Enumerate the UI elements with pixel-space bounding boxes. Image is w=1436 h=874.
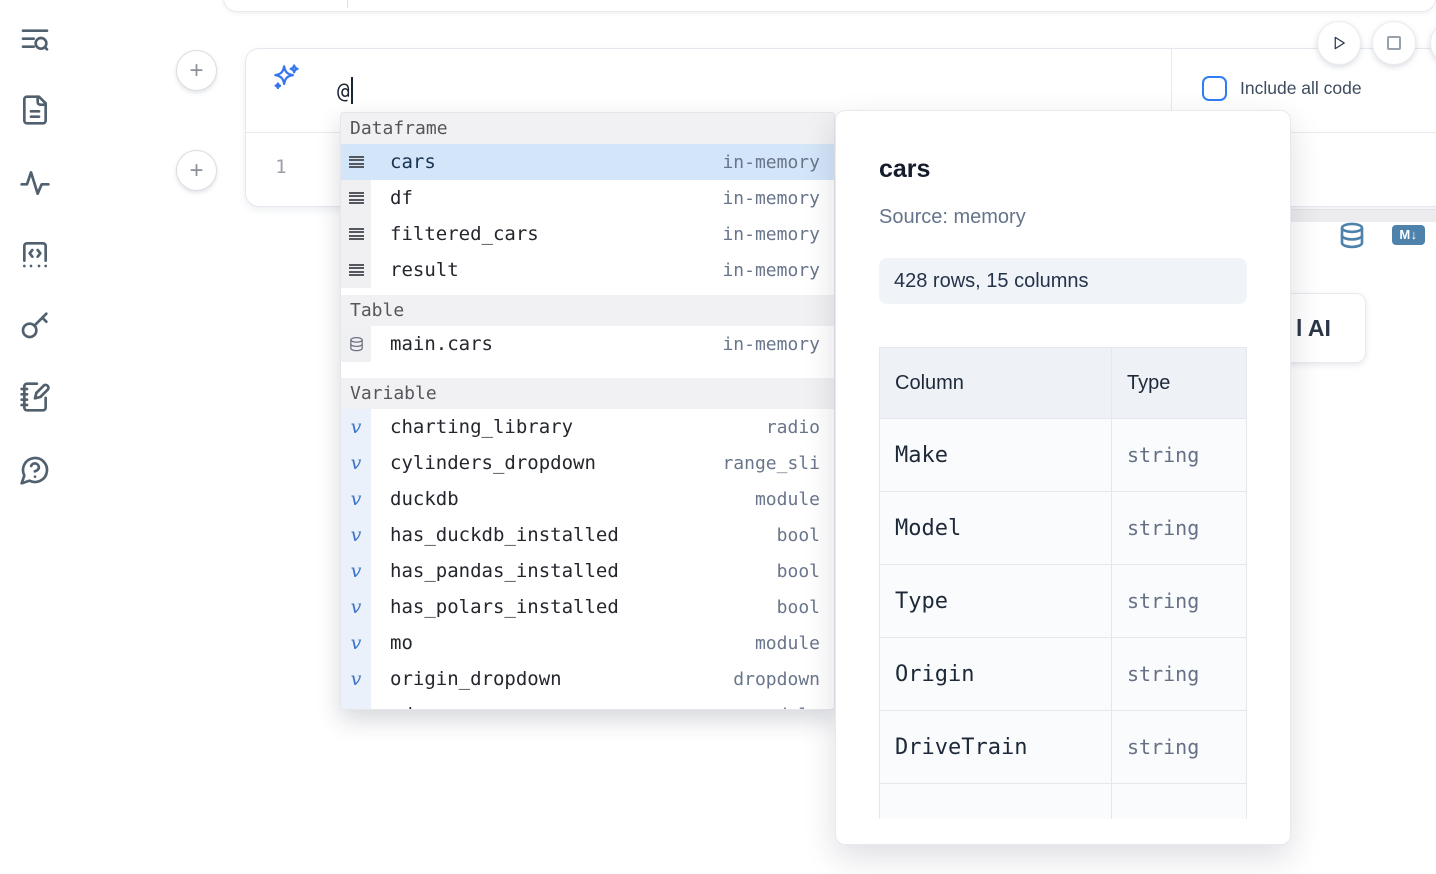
dataframe-rows-icon	[341, 263, 371, 277]
list-item[interactable]: df in-memory	[341, 180, 834, 216]
list-item[interactable]: v cylinders_dropdown range_sli	[341, 445, 834, 481]
list-item[interactable]: result in-memory	[341, 252, 834, 288]
schema-table-wrap: Column Type Make string Model string Typ…	[879, 347, 1248, 819]
table-row: Type string	[879, 564, 1247, 638]
variable-icon: v	[350, 452, 362, 474]
ai-sparkle-icon	[274, 64, 299, 90]
dataframe-section: cars in-memory df in-memory filtered_car…	[341, 144, 834, 288]
file-search-icon[interactable]	[18, 23, 52, 57]
file-document-icon[interactable]	[18, 93, 52, 127]
table-row: Model string	[879, 491, 1247, 565]
list-item[interactable]: v has_polars_installed bool	[341, 589, 834, 625]
add-cell-below-button[interactable]: +	[176, 150, 217, 191]
table-row	[879, 783, 1247, 819]
run-button[interactable]	[1317, 21, 1361, 65]
list-item[interactable]: cars in-memory	[341, 144, 834, 180]
table-row: DriveTrain string	[879, 710, 1247, 784]
dataframe-rows-icon	[341, 191, 371, 205]
table-header-row: Column Type	[879, 347, 1247, 419]
list-item[interactable]: v duckdb module	[341, 481, 834, 517]
column-header: Column	[879, 347, 1112, 419]
include-all-code-checkbox[interactable]	[1202, 76, 1227, 101]
list-item[interactable]: main.cars in-memory	[341, 326, 834, 362]
activity-icon[interactable]	[18, 166, 52, 200]
variable-icon: v	[350, 524, 362, 546]
dataframe-preview-panel: cars Source: memory 428 rows, 15 columns…	[835, 110, 1291, 845]
variable-icon: v	[350, 416, 362, 438]
list-item[interactable]: filtered_cars in-memory	[341, 216, 834, 252]
text-cursor	[350, 77, 353, 104]
help-icon[interactable]	[18, 453, 52, 487]
list-item[interactable]: v has_duckdb_installed bool	[341, 517, 834, 553]
markdown-convert-icon[interactable]: M↓	[1392, 225, 1425, 245]
variable-icon: v	[350, 596, 362, 618]
variable-section: v charting_library radio v cylinders_dro…	[341, 409, 834, 709]
list-item[interactable]: v charting_library radio	[341, 409, 834, 445]
list-item[interactable]: v has_pandas_installed bool	[341, 553, 834, 589]
sidebar	[0, 0, 70, 874]
icon-gutter	[341, 326, 371, 362]
table-row: Make string	[879, 418, 1247, 492]
autocomplete-dropdown: Dataframe cars in-memory df in-memory fi…	[340, 112, 835, 710]
icon-gutter	[341, 409, 371, 709]
preview-title: cars	[879, 155, 931, 183]
list-item[interactable]: v pd module	[341, 697, 834, 709]
type-header: Type	[1111, 347, 1247, 419]
variable-icon: v	[350, 668, 362, 690]
section-header-variable: Variable	[341, 378, 834, 409]
variable-icon: v	[341, 704, 371, 709]
section-header-table: Table	[341, 295, 834, 326]
stop-button[interactable]	[1372, 21, 1416, 65]
dataframe-rows-icon	[341, 227, 371, 241]
database-icon	[341, 336, 371, 353]
list-item[interactable]: v origin_dropdown dropdown	[341, 661, 834, 697]
shape-badge: 428 rows, 15 columns	[879, 258, 1247, 304]
variable-icon: v	[350, 632, 362, 654]
key-icon[interactable]	[18, 308, 52, 342]
previous-cell-divider	[347, 0, 348, 8]
add-cell-above-button[interactable]: +	[176, 50, 217, 91]
list-item[interactable]: v mo module	[341, 625, 834, 661]
section-header-dataframe: Dataframe	[341, 113, 834, 144]
line-number: 1	[275, 156, 287, 178]
dataframe-rows-icon	[341, 155, 371, 169]
preview-source: Source: memory	[879, 206, 1026, 228]
scratchpad-icon[interactable]	[18, 380, 52, 414]
ai-prompt-input[interactable]: @	[337, 77, 353, 104]
code-snippets-icon[interactable]	[18, 237, 52, 271]
table-section: main.cars in-memory	[341, 326, 834, 362]
datasource-icon[interactable]	[1337, 221, 1367, 251]
code-editor-row[interactable]: 1 M↓	[246, 134, 1436, 249]
divider	[1171, 49, 1172, 133]
schema-table: Column Type Make string Model string Typ…	[879, 347, 1247, 819]
variable-icon: v	[350, 560, 362, 582]
include-all-code-label: Include all code	[1240, 78, 1362, 98]
table-row: Origin string	[879, 637, 1247, 711]
previous-cell-edge	[223, 0, 1436, 12]
variable-icon: v	[350, 488, 362, 510]
ai-action-label: l AI	[1296, 315, 1331, 341]
stop-icon	[1387, 36, 1401, 50]
